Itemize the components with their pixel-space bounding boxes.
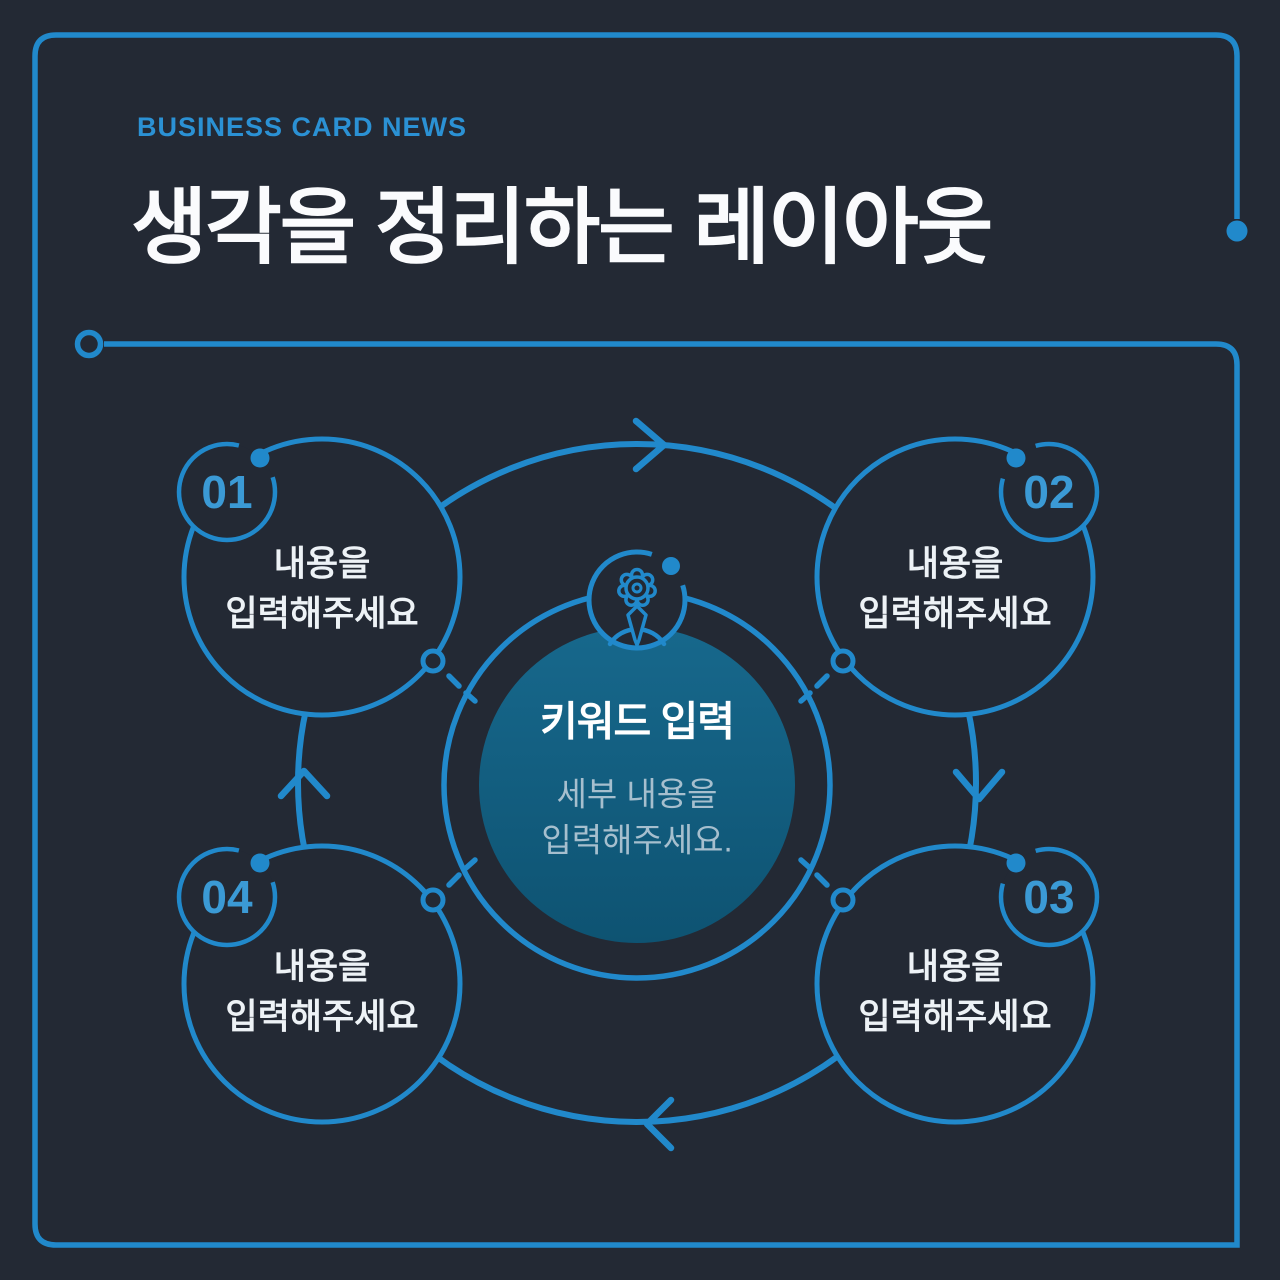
badge-fill bbox=[179, 849, 275, 945]
step-04-text: 내용을 입력해주세요 bbox=[142, 942, 502, 1041]
badge-arc bbox=[176, 441, 278, 543]
center-keyword-block: 키워드 입력 세부 내용을 입력해주세요. bbox=[477, 687, 797, 862]
center-subtitle-line2: 입력해주세요. bbox=[541, 821, 733, 858]
step-01-text: 내용을 입력해주세요 bbox=[142, 539, 502, 638]
step-03-number: 03 bbox=[1023, 871, 1075, 923]
badge-dot-icon bbox=[1006, 448, 1026, 468]
user-tie bbox=[626, 604, 648, 647]
frame-start-ring-icon bbox=[74, 329, 104, 359]
step-03-line1: 내용을 bbox=[906, 947, 1004, 987]
step-02-line2: 입력해주세요 bbox=[858, 594, 1052, 633]
arrow-up-icon bbox=[277, 767, 331, 800]
step-04-number: 04 bbox=[201, 871, 253, 923]
step-03-line2: 입력해주세요 bbox=[858, 997, 1052, 1036]
step-04-line1: 내용을 bbox=[273, 947, 371, 987]
badge-arc bbox=[998, 441, 1100, 543]
user-gear-icon bbox=[607, 567, 667, 647]
gear-body bbox=[624, 575, 650, 601]
connector-dash bbox=[798, 857, 813, 871]
step-01-number: 01 bbox=[201, 466, 253, 518]
eyebrow-label: BUSINESS CARD NEWS bbox=[137, 112, 468, 142]
step-badge-03 bbox=[998, 846, 1100, 948]
step-badge-02 bbox=[998, 441, 1100, 543]
node-ring-icon bbox=[830, 648, 856, 674]
step-02-text: 내용을 입력해주세요 bbox=[775, 539, 1135, 638]
badge-dot-icon bbox=[250, 448, 270, 468]
step-01-line2: 입력해주세요 bbox=[225, 594, 419, 633]
arrow-left-icon bbox=[643, 1096, 675, 1152]
arrow-right-icon bbox=[632, 417, 668, 473]
badge-dot-icon bbox=[1006, 853, 1026, 873]
center-subtitle-line1: 세부 내용을 bbox=[556, 775, 718, 813]
step-02-number: 02 bbox=[1023, 466, 1075, 518]
connector-dash bbox=[446, 872, 462, 888]
node-ring-icon bbox=[830, 887, 856, 913]
orbit-circle bbox=[295, 441, 979, 1125]
center-disc bbox=[479, 627, 795, 943]
step-badge-01 bbox=[176, 441, 278, 543]
center-keyword-subtitle: 세부 내용을 입력해주세요. bbox=[477, 771, 797, 862]
badge-arc bbox=[998, 846, 1100, 948]
frame-border bbox=[32, 32, 1248, 1248]
node-ring-icon bbox=[420, 648, 446, 674]
step-03-text: 내용을 입력해주세요 bbox=[775, 942, 1135, 1041]
center-icon-arc bbox=[586, 549, 688, 651]
arrow-down-icon bbox=[952, 768, 1006, 803]
center-icon-dot-icon bbox=[662, 557, 680, 575]
badge-fill bbox=[1001, 849, 1097, 945]
step-04-line2: 입력해주세요 bbox=[225, 997, 419, 1036]
badge-dot-icon bbox=[250, 853, 270, 873]
step-01-line1: 내용을 bbox=[273, 544, 371, 584]
step-02-line1: 내용을 bbox=[906, 544, 1004, 584]
badge-fill bbox=[1001, 444, 1097, 540]
node-ring-icon bbox=[420, 887, 446, 913]
step-badge-04 bbox=[176, 846, 278, 948]
connector-dash bbox=[446, 673, 462, 689]
badge-fill bbox=[179, 444, 275, 540]
badge-arc bbox=[176, 846, 278, 948]
frame-path bbox=[32, 32, 1240, 1248]
connector-dash bbox=[463, 857, 478, 871]
connector-dash bbox=[814, 872, 830, 888]
connector-dash bbox=[814, 673, 830, 689]
center-keyword-title: 키워드 입력 bbox=[540, 698, 735, 745]
center-hub bbox=[441, 549, 833, 981]
page-title: 생각을 정리하는 레이아웃 bbox=[131, 181, 993, 274]
gear-hole bbox=[631, 582, 643, 594]
frame-end-dot-icon bbox=[1226, 220, 1248, 242]
